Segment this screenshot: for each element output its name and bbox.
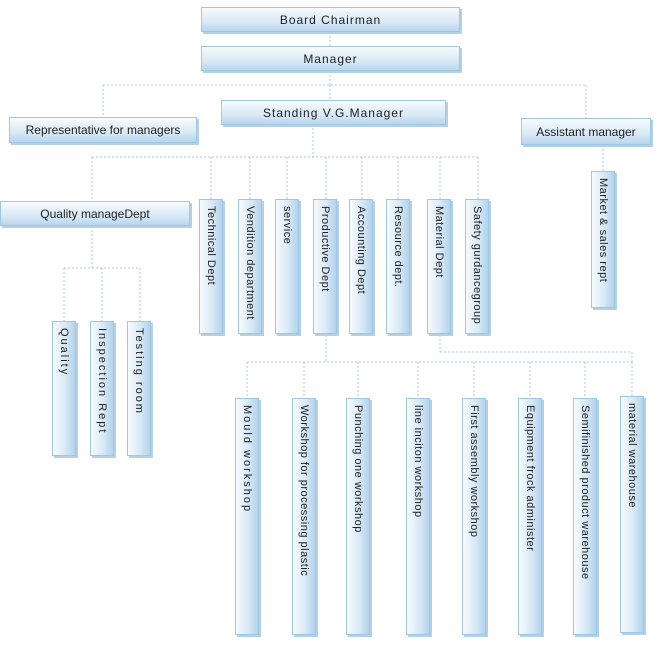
workshop-label: Equipment frock administer — [524, 405, 536, 552]
dept-label: Safety gurdancegroup — [471, 206, 483, 325]
dept-material: Material Dept — [427, 199, 451, 334]
dept-technical: Technical Dept — [199, 199, 223, 334]
quality-dept-box: Quality manageDept — [0, 201, 190, 226]
workshop-label: Mould workshop — [241, 405, 253, 514]
workshop-label: Punching one workshop — [352, 405, 364, 533]
dept-label: Vendition department — [244, 206, 256, 320]
vg-manager-label: Standing V.G.Manager — [263, 105, 404, 120]
workshop-equipment-frock: Equipment frock administer — [518, 398, 542, 635]
representative-label: Representative for managers — [25, 123, 181, 137]
dept-productive: Productive Dept — [313, 199, 337, 334]
workshop-label: material warehouse — [626, 403, 638, 508]
quality-label: Quality — [58, 328, 70, 377]
board-chairman-label: Board Chairman — [279, 12, 382, 27]
workshop-label: Workshop for processing plastic — [298, 405, 310, 577]
inspection-rept-label: Inspection Rept — [96, 328, 108, 435]
representative-box: Representative for managers — [9, 117, 197, 143]
workshop-label: First assembly workshop — [468, 405, 480, 538]
vg-manager-box: Standing V.G.Manager — [221, 100, 446, 125]
dept-label: Technical Dept — [205, 206, 217, 286]
workshop-plastic: Workshop for processing plastic — [292, 398, 316, 635]
dept-safety: Safety gurdancegroup — [465, 199, 489, 334]
board-chairman-box: Board Chairman — [201, 7, 460, 32]
assistant-manager-label: Assistant manager — [536, 124, 636, 139]
workshop-material-warehouse: material warehouse — [620, 396, 644, 633]
workshop-label: line inciton workshop — [412, 405, 424, 518]
workshop-first-assembly: First assembly workshop — [462, 398, 486, 635]
market-sales-box: Market & sales rept — [591, 171, 615, 308]
dept-accounting: Accounting Dept — [349, 199, 373, 334]
dept-label: Accounting Dept — [355, 206, 367, 295]
manager-label: Manager — [303, 51, 358, 66]
inspection-rept-box: Inspection Rept — [90, 321, 114, 456]
dept-label: service — [281, 206, 293, 245]
manager-box: Manager — [201, 46, 460, 71]
dept-service: service — [275, 199, 299, 334]
testing-room-box: Testing room — [127, 321, 151, 456]
dept-resource: Resource dept. — [386, 199, 410, 334]
dept-label: Productive Dept — [319, 206, 331, 292]
market-sales-label: Market & sales rept — [597, 178, 609, 283]
assistant-manager-box: Assistant manager — [521, 118, 651, 145]
workshop-line-inciton: line inciton workshop — [406, 398, 430, 635]
workshop-punching: Punching one workshop — [346, 398, 370, 635]
dept-label: Material Dept — [433, 206, 445, 278]
workshop-semifinished-warehouse: Semifinished product warehouse — [573, 398, 597, 635]
dept-label: Resource dept. — [392, 206, 404, 288]
workshop-label: Semifinished product warehouse — [579, 405, 591, 580]
quality-dept-label: Quality manageDept — [40, 206, 150, 221]
quality-box: Quality — [52, 321, 76, 456]
workshop-mould: Mould workshop — [235, 398, 259, 635]
testing-room-label: Testing room — [133, 328, 145, 415]
dept-vendition: Vendition department — [238, 199, 262, 334]
